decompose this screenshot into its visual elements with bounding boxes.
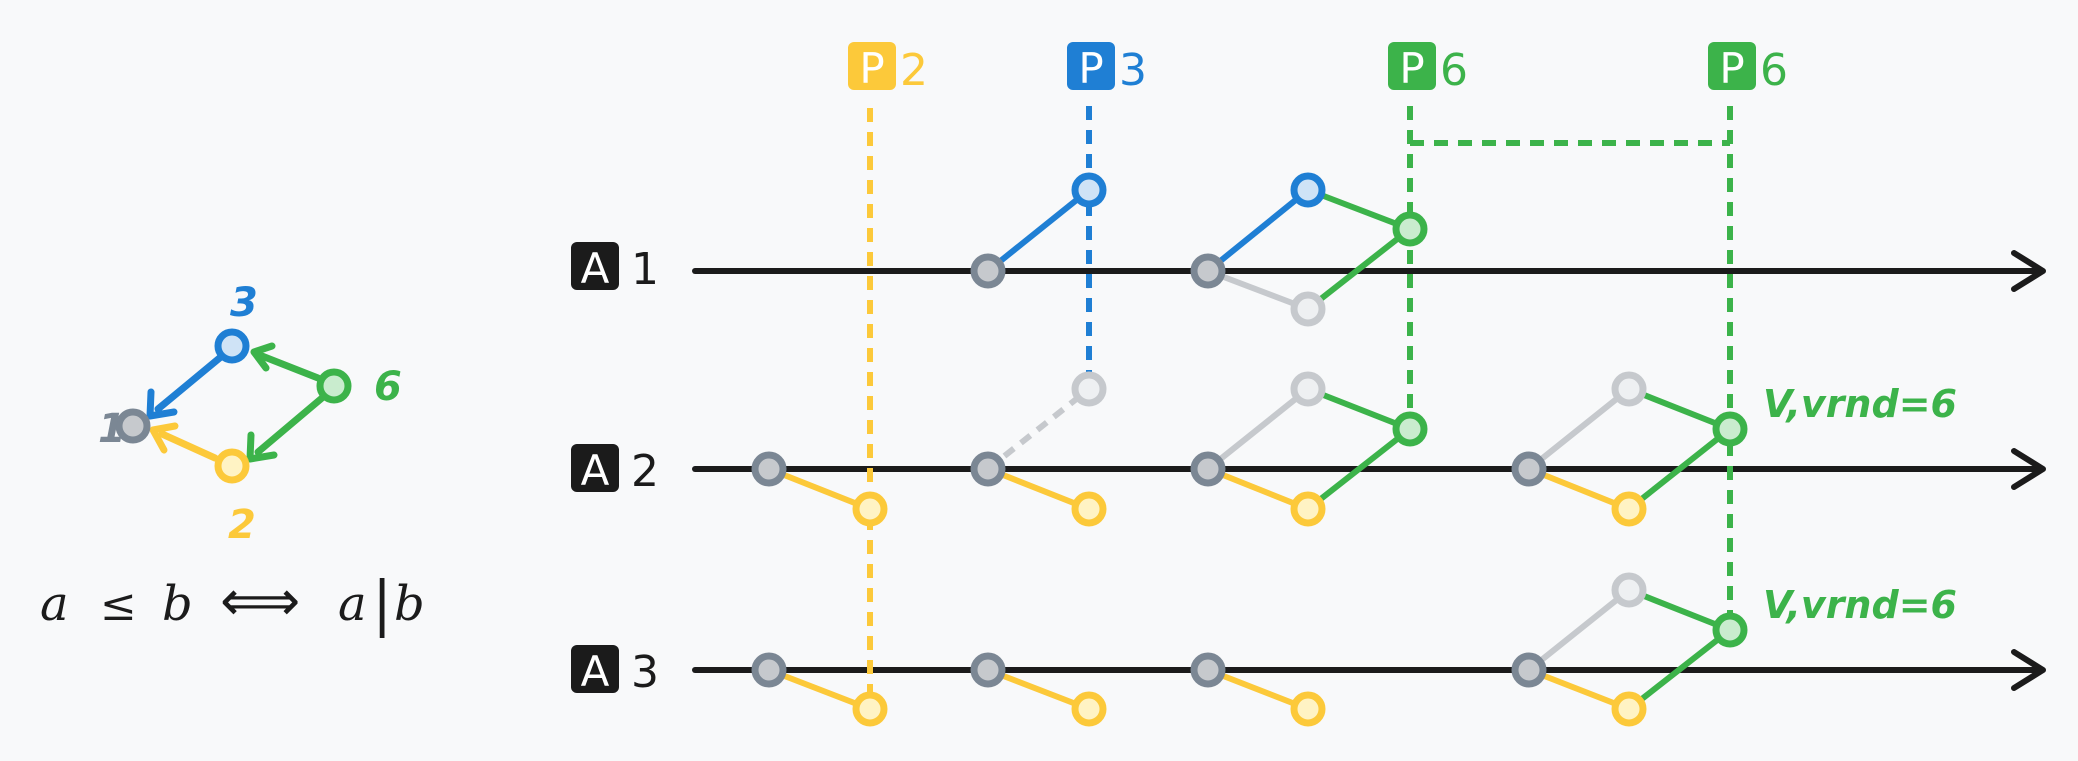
state-node-2 xyxy=(1611,691,1647,727)
state-node-3 xyxy=(1611,572,1647,608)
state-node-6 xyxy=(1712,612,1748,648)
acceptor-number: 2 xyxy=(631,446,659,497)
proposer-label-p3: P 3 xyxy=(1067,42,1147,96)
lattice-label-3: 3 xyxy=(230,280,258,326)
state-node-3 xyxy=(1290,371,1326,407)
formula-le: ≤ xyxy=(100,580,137,631)
state-node-2 xyxy=(1290,491,1326,527)
acceptor-badge: A xyxy=(581,244,610,293)
lattice-arrow-6-to-2 xyxy=(246,394,326,463)
formula-divides-b: b xyxy=(394,576,425,632)
proposer-number: 6 xyxy=(1760,45,1788,96)
state-node-1 xyxy=(1190,652,1226,688)
state-node-1 xyxy=(751,451,787,487)
state-node-2 xyxy=(852,691,888,727)
state-node-1 xyxy=(1511,652,1547,688)
proposer-number: 2 xyxy=(900,45,928,96)
acceptor-label-1: A 1 xyxy=(571,242,659,295)
acceptor-badge: A xyxy=(581,647,610,696)
state-a1-t1 xyxy=(970,172,1107,289)
acceptor-label-3: A 3 xyxy=(571,645,659,698)
state-node-1 xyxy=(751,652,787,688)
proposer-badge: P xyxy=(1719,44,1744,93)
acceptor-number: 1 xyxy=(631,244,659,295)
proposer-number: 3 xyxy=(1119,45,1147,96)
state-node-1 xyxy=(1190,253,1226,289)
state-a3-t3 xyxy=(1511,572,1748,727)
proposer-badge: P xyxy=(1399,44,1424,93)
formula-iff: ⟺ xyxy=(220,569,300,634)
state-node-3 xyxy=(1611,371,1647,407)
acceptor-number: 3 xyxy=(631,647,659,698)
state-a2-t3 xyxy=(1511,371,1748,527)
state-node-2 xyxy=(1071,491,1107,527)
state-node-3 xyxy=(1071,371,1107,407)
lattice-node-2 xyxy=(214,448,250,484)
state-node-2 xyxy=(1071,691,1107,727)
annotation-vrnd-acceptor-2: V,vrnd=6 xyxy=(1763,382,1957,426)
proposer-badge: P xyxy=(1078,44,1103,93)
divisibility-relation: a ≤ b ⟺ a | b xyxy=(40,569,425,639)
proposer-badge: P xyxy=(859,44,884,93)
acceptor-badge: A xyxy=(581,446,610,495)
state-node-1 xyxy=(1511,451,1547,487)
state-node-1 xyxy=(970,451,1006,487)
divisibility-lattice: 1 2 3 6 a ≤ b ⟺ a | b xyxy=(40,280,425,639)
formula-divides-a: a xyxy=(338,576,367,632)
state-node-2 xyxy=(1611,491,1647,527)
lattice-label-1: 1 xyxy=(98,406,126,452)
proposer-label-p2: P 2 xyxy=(848,42,928,96)
state-a3-t1 xyxy=(970,652,1107,727)
state-node-2 xyxy=(1290,691,1326,727)
state-node-1 xyxy=(970,652,1006,688)
lattice-arrow-2-to-1 xyxy=(149,422,219,462)
state-node-1 xyxy=(970,253,1006,289)
annotation-vrnd-acceptor-3: V,vrnd=6 xyxy=(1763,583,1957,627)
proposer-label-p6-first: P 6 xyxy=(1388,42,1468,96)
proposer-labels: P 2 P 3 P 6 P 6 xyxy=(848,42,1788,96)
lattice-label-6: 6 xyxy=(374,364,402,410)
lattice-node-6 xyxy=(316,368,352,404)
formula-a: a xyxy=(40,576,69,632)
state-a1-t2 xyxy=(1190,172,1428,327)
state-a3-t2 xyxy=(1190,652,1326,727)
state-node-3 xyxy=(1071,172,1107,208)
state-node-1 xyxy=(1190,451,1226,487)
formula-b: b xyxy=(162,576,193,632)
proposer-number: 6 xyxy=(1440,45,1468,96)
acceptor-label-2: A 2 xyxy=(571,444,659,497)
lattice-arrow-6-to-3 xyxy=(250,342,322,382)
lattice-arrow-3-to-1 xyxy=(146,352,226,420)
state-node-3 xyxy=(1290,172,1326,208)
acceptor-labels: A 1 A 2 A 3 xyxy=(571,242,659,698)
state-a2-t2 xyxy=(1190,371,1428,527)
timeline-acceptor-2 xyxy=(692,448,2046,490)
state-a3-t0 xyxy=(751,652,888,727)
state-node-2 xyxy=(1290,291,1326,327)
timeline-acceptor-3 xyxy=(692,649,2046,691)
state-node-6 xyxy=(1392,211,1428,247)
lattice-node-1 xyxy=(115,408,151,444)
proposer-label-p6-second: P 6 xyxy=(1708,42,1788,96)
state-a2-t1 xyxy=(970,371,1107,527)
lattice-label-2: 2 xyxy=(228,502,256,548)
lattice-node-3 xyxy=(214,328,250,364)
state-node-2 xyxy=(852,491,888,527)
timeline-acceptor-1 xyxy=(692,250,2046,292)
formula-bar: | xyxy=(372,569,392,639)
timelines xyxy=(692,250,2046,691)
state-node-6 xyxy=(1712,411,1748,447)
state-a2-t0 xyxy=(751,451,888,527)
proposer-message-lines xyxy=(867,106,1733,706)
state-node-6 xyxy=(1392,411,1428,447)
